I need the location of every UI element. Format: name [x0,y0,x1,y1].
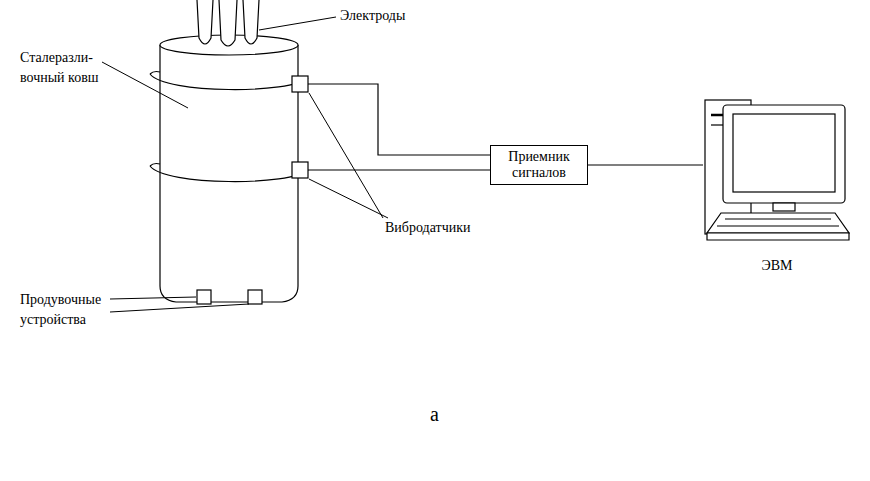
leader-line [110,304,249,312]
blowing-device [197,290,211,304]
figure-letter: а [430,404,439,424]
electrode [197,0,213,44]
computer-label: ЭВМ [703,258,851,274]
part-label: Сталеразли- вочный ковш [20,48,110,88]
signal-wire [308,84,490,155]
part-label: Продувочные устройства [20,290,115,330]
process-box: Приемник сигналов [490,145,588,185]
box-label: Приемник сигналов [497,149,581,181]
signal-wire [308,169,490,170]
electrode [243,0,259,44]
connector-line [588,164,703,165]
leader-line [309,179,388,218]
leader-line [259,17,336,30]
part-label: Электроды [340,6,405,26]
computer-symbol [703,95,851,280]
computer-node: ЭВМ [703,95,851,280]
leader-line [110,297,196,299]
leader-line [102,62,188,108]
ladle-body [160,45,298,302]
vibration-sensor [292,162,308,178]
ladle-band [150,166,308,182]
ladle-band [150,74,308,90]
electrode [219,0,237,46]
leader-line [309,93,383,218]
blowing-device [248,290,262,304]
ladle-band [150,164,160,166]
vibration-sensor [292,76,308,92]
ladle-band [150,72,160,74]
part-label: Вибродатчики [385,218,470,238]
